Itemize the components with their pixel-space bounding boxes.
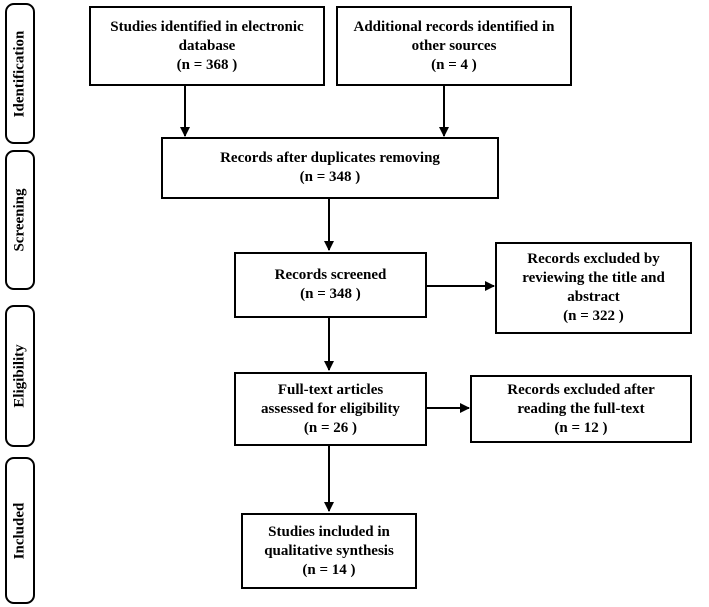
box-line: Studies identified in electronic bbox=[110, 18, 304, 35]
box-line: Full-text articles bbox=[277, 381, 384, 398]
box-line: (n = 348 ) bbox=[300, 286, 361, 302]
box-studies-included: Studies included in qualitative synthesi… bbox=[241, 513, 417, 589]
box-records-screened: Records screened (n = 348 ) bbox=[234, 252, 427, 318]
box-identified-database: Studies identified in electronic databas… bbox=[89, 6, 325, 86]
box-line: assessed for eligibility bbox=[261, 400, 400, 417]
box-line: other sources bbox=[411, 37, 497, 54]
box-line: Records after duplicates removing bbox=[220, 150, 440, 166]
stage-screening: Screening bbox=[5, 150, 35, 290]
box-line: Records screened bbox=[274, 267, 387, 283]
box-line: Studies included in bbox=[268, 523, 390, 540]
box-after-duplicates: Records after duplicates removing (n = 3… bbox=[161, 137, 499, 199]
box-excluded-fulltext: Records excluded after reading the full-… bbox=[470, 375, 692, 443]
box-line: Records excluded after bbox=[507, 381, 655, 398]
box-line: (n = 26 ) bbox=[303, 419, 358, 436]
box-line: Records excluded by bbox=[527, 251, 660, 267]
box-line: reviewing the title and bbox=[522, 270, 665, 286]
box-line: (n = 14 ) bbox=[302, 561, 356, 578]
stage-identification: Identification bbox=[5, 3, 35, 144]
box-line: abstract bbox=[567, 289, 620, 305]
box-excluded-title-abstract: Records excluded by reviewing the title … bbox=[495, 242, 692, 334]
stage-eligibility: Eligibility bbox=[5, 305, 35, 447]
box-line: (n = 12 ) bbox=[554, 419, 608, 436]
box-line: (n = 322 ) bbox=[563, 308, 624, 324]
box-line: qualitative synthesis bbox=[264, 542, 394, 559]
box-line: (n = 348 ) bbox=[299, 169, 361, 185]
box-line: Additional records identified in bbox=[353, 18, 555, 35]
box-line: database bbox=[178, 37, 236, 54]
box-line: (n = 4 ) bbox=[431, 56, 477, 73]
box-line: reading the full-text bbox=[517, 400, 645, 417]
stage-included: Included bbox=[5, 457, 35, 604]
box-identified-other: Additional records identified in other s… bbox=[336, 6, 572, 86]
box-fulltext-assessed: Full-text articles assessed for eligibil… bbox=[234, 372, 427, 446]
box-line: (n = 368 ) bbox=[176, 56, 238, 73]
